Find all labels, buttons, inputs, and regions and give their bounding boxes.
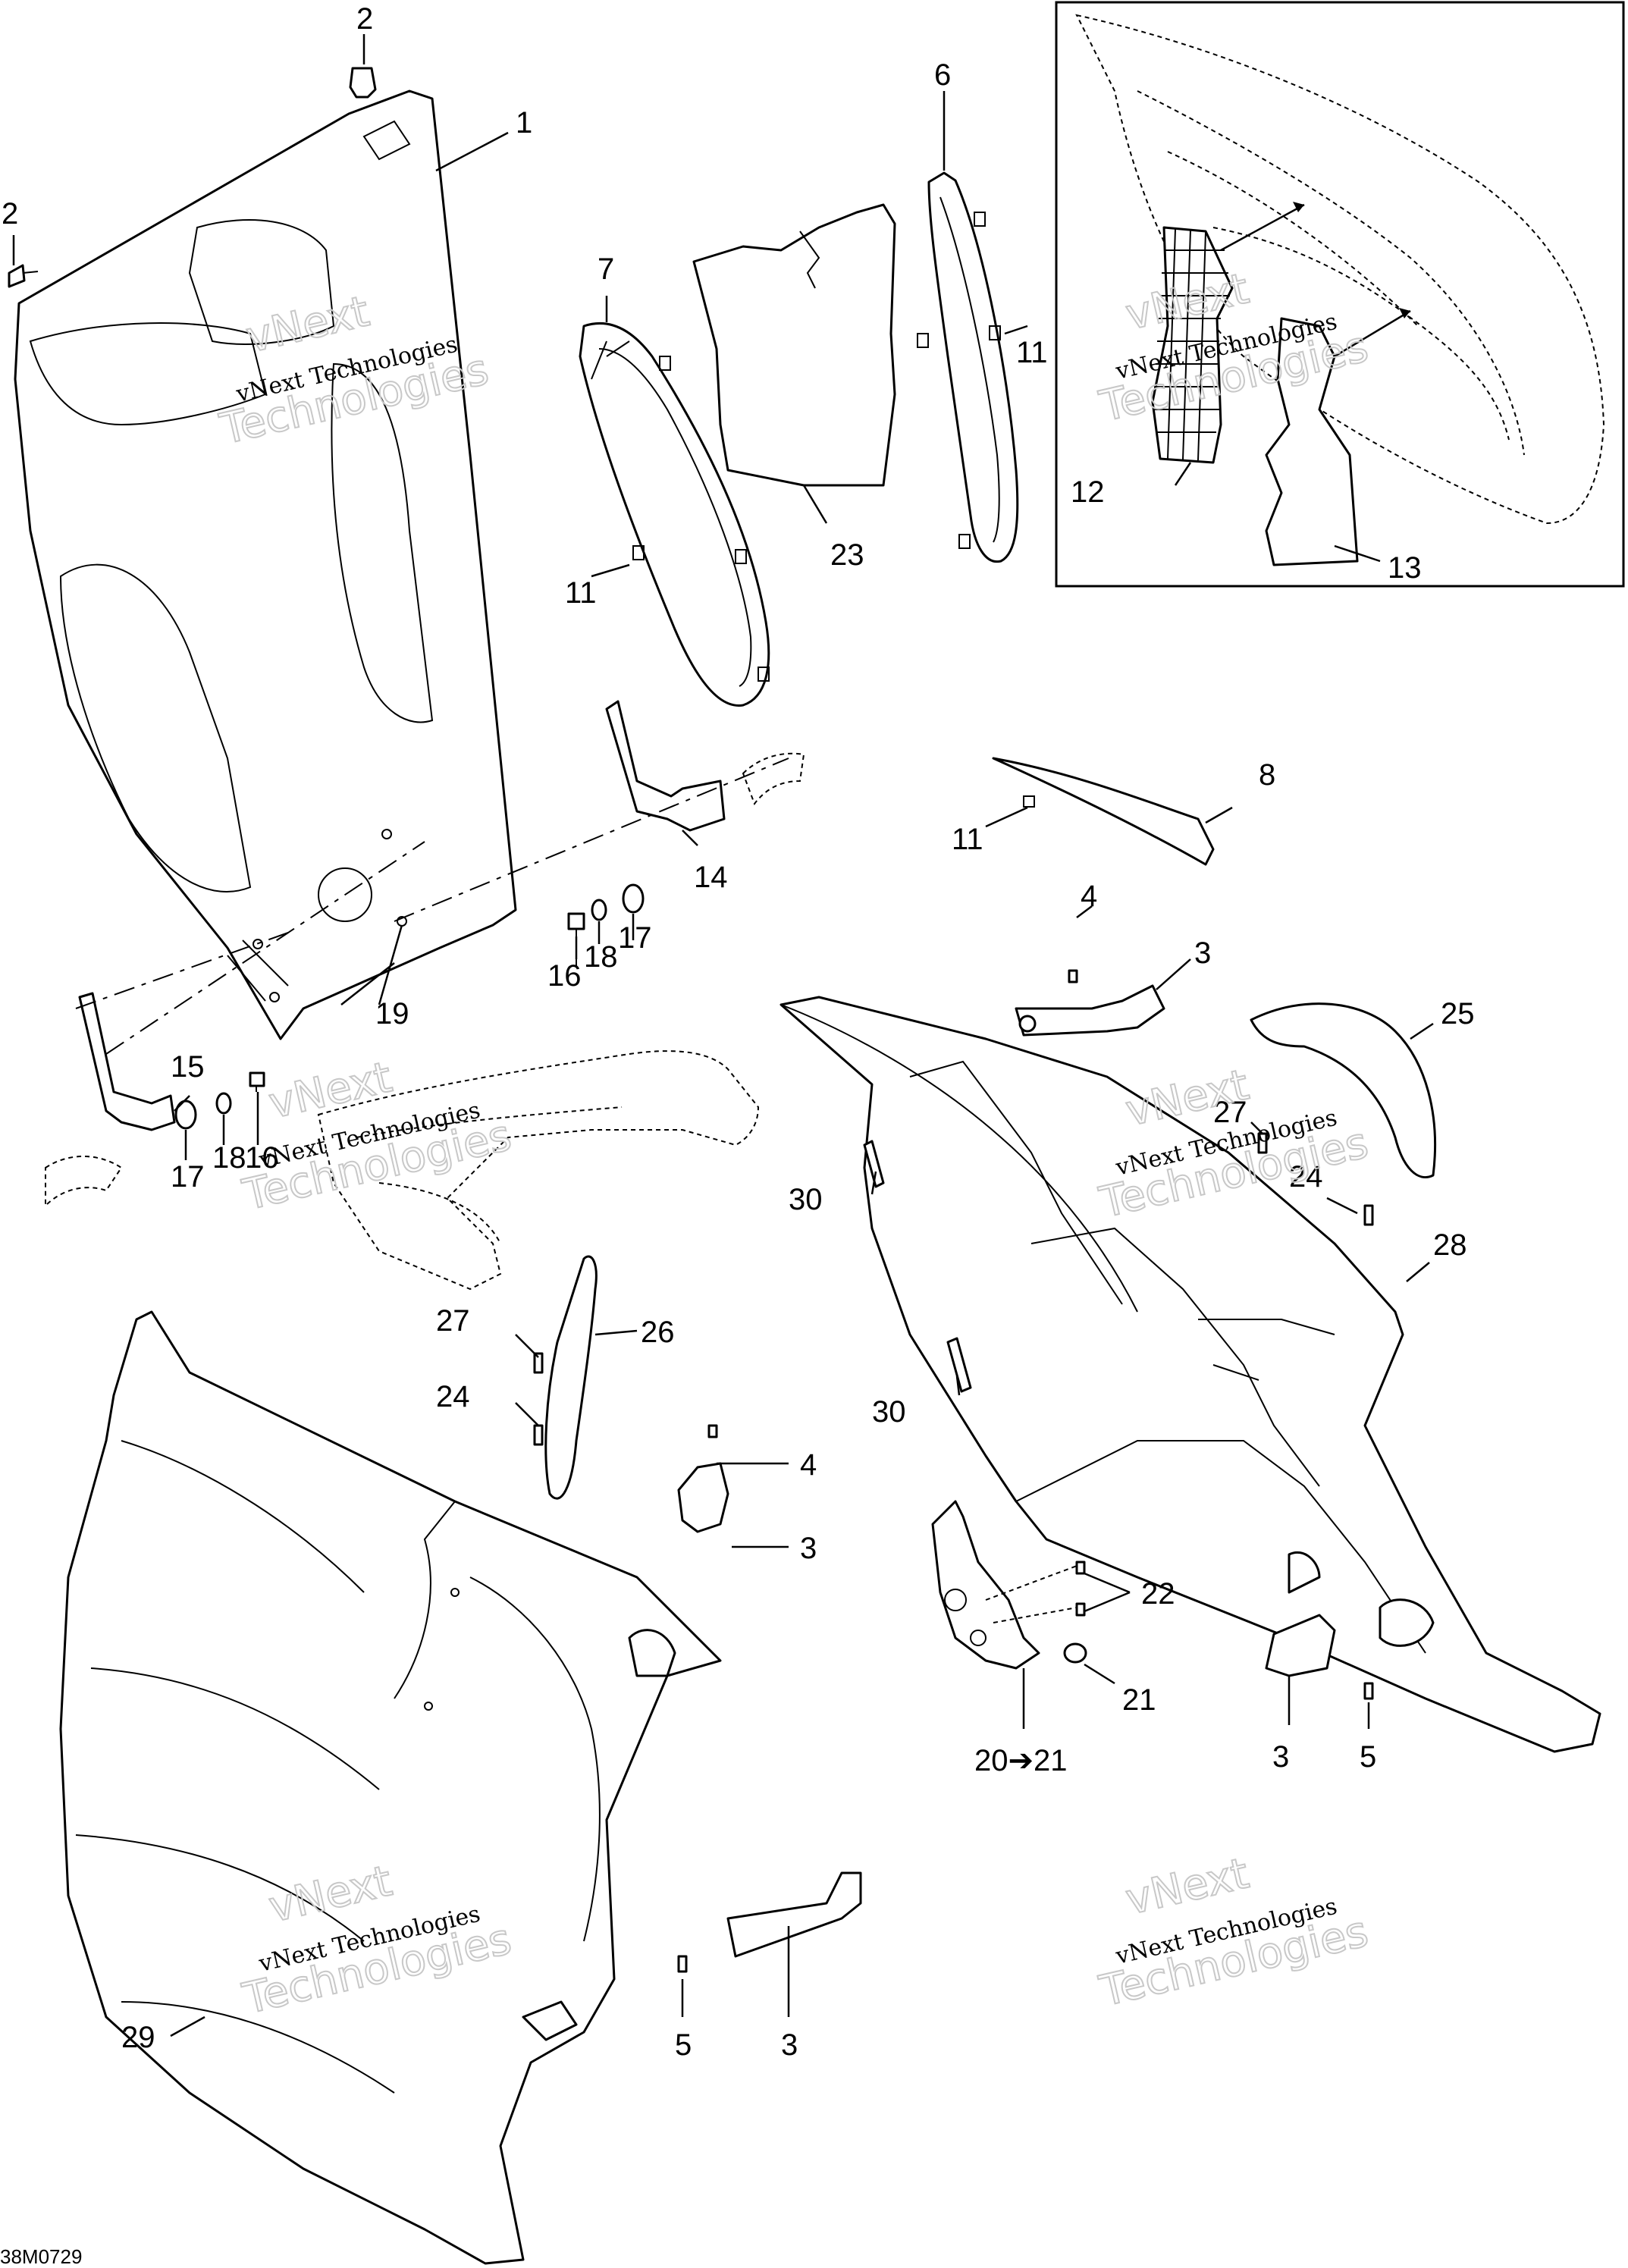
callout-21: 21 [1122,1683,1156,1717]
callout-16-lower: 16 [245,1141,279,1175]
callout-29: 29 [121,2021,155,2054]
callout-3-upper: 3 [1194,936,1211,970]
watermark-3: vNext vNext Technologies Technologies [237,1052,516,1221]
callout-7: 7 [598,253,614,286]
trim-8 [992,757,1215,866]
bracket-20 [931,1500,1040,1670]
callout-27-upper: 27 [1213,1096,1247,1129]
callout-6: 6 [934,58,951,92]
callout-11-right: 11 [1016,336,1048,369]
screws-22 [985,1561,1086,1623]
trim-25 [1250,1002,1436,1178]
bracket-15 [45,992,176,1208]
callout-11-mid: 11 [952,823,983,856]
callout-11-left: 11 [565,576,597,610]
insulation-pad-12 [1151,226,1234,464]
callout-26: 26 [641,1316,675,1349]
callout-17-upper: 17 [618,921,652,955]
callout-23: 23 [830,538,864,572]
callout-22: 22 [1141,1577,1175,1611]
strip-30-lower [946,1337,972,1393]
bracket-14 [605,700,805,832]
callout-17-lower: 17 [171,1160,205,1194]
callout-30-lower: 30 [872,1395,906,1429]
callout-12: 12 [1071,475,1105,509]
callout-19: 19 [375,997,409,1030]
screw-24-upper [1363,1204,1374,1226]
callout-1: 1 [516,106,532,140]
callout-15: 15 [171,1050,205,1084]
side-panel-29 [59,1310,722,2265]
callout-3-mid: 3 [800,1532,817,1565]
frame-dashed [317,1050,760,1291]
screw-27-upper [1257,1132,1268,1154]
grille-6 [917,171,1019,563]
side-panel-1 [14,89,517,1040]
callout-5-right: 5 [1360,1740,1376,1774]
grille-7 [579,322,770,707]
watermark-2: vNext vNext Technologies Technologies [1094,263,1373,432]
clip-2-top [349,67,377,99]
foam-panel-23 [692,203,896,487]
callout-8: 8 [1259,758,1275,792]
callout-24-upper: 24 [1289,1160,1323,1194]
handle-3-right [1265,1614,1374,1700]
hardware-lower [75,841,425,1130]
leaders [12,34,1434,2037]
svg-text:vNext: vNext [1121,1849,1253,1925]
hardware-upper [394,758,789,967]
inset-panel [1055,1,1625,588]
callout-25: 25 [1441,997,1475,1030]
handle-3-upper [1015,969,1165,1037]
handle-3-mid [677,1424,729,1533]
callout-27-lower: 27 [436,1304,470,1338]
grommet-21 [1063,1642,1087,1664]
screw-24-lower [533,1424,544,1446]
callout-labels: 2 2 1 6 7 11 11 23 12 13 8 11 14 16 18 1… [2,2,1475,2062]
callout-18-upper: 18 [584,940,618,974]
clip-2-side [8,264,39,288]
trim-26 [544,1255,598,1500]
callout-16-upper: 16 [547,959,582,993]
callout-2-side: 2 [2,197,18,231]
side-panel-28 [779,996,1601,1753]
callout-5-bottom: 5 [675,2028,692,2062]
callout-18-lower: 18 [212,1141,246,1175]
drawing-code: 38M0729 [0,2245,82,2268]
callout-20-21: 20➔21 [974,1744,1068,1777]
callout-24-lower: 24 [436,1380,470,1413]
callout-3-right: 3 [1272,1740,1289,1774]
callout-28: 28 [1433,1228,1467,1262]
callout-3-bottom: 3 [781,2028,798,2062]
callout-2-top: 2 [356,2,373,36]
handle-3-bottom [677,1871,862,1973]
callout-14: 14 [694,861,728,894]
callout-4-lower: 4 [800,1448,817,1482]
watermark-6: vNext vNext Technologies Technologies [1094,1848,1373,2017]
strip-30-upper [863,1140,885,1188]
callout-30-upper: 30 [789,1183,823,1216]
callout-4-upper: 4 [1081,880,1097,913]
callout-13: 13 [1388,551,1422,585]
screw-27-lower [533,1352,544,1374]
svg-text:vNext: vNext [265,1052,397,1128]
